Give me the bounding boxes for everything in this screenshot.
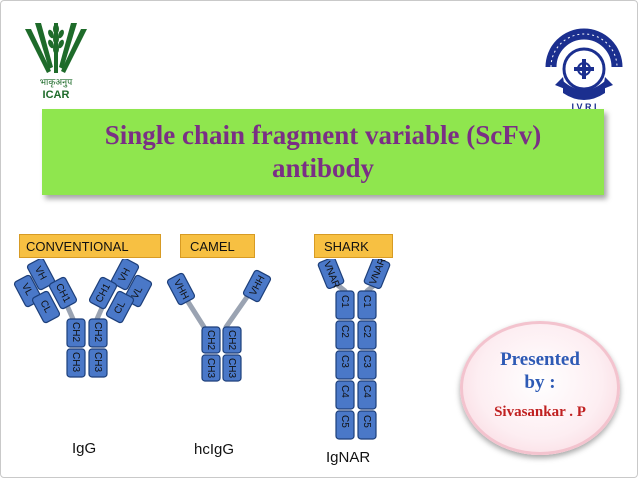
domain-label: C4: [361, 385, 372, 398]
domain-label: CH2: [205, 330, 216, 350]
ignar-structure: VNAR VNAR C1 C1 C2 C2 C3 C3 C4 C4 C5: [317, 259, 391, 440]
domain-label: VL: [130, 285, 146, 301]
antibody-diagram: .dom { fill: #4a78c8; stroke: #1d3f7a; s…: [13, 259, 391, 440]
presenter-name: Sivasankar . P: [494, 404, 586, 420]
domain-label: C1: [361, 295, 372, 308]
tag-shark: SHARK: [314, 234, 393, 258]
domain-label: C2: [339, 325, 350, 338]
domain-label: C5: [361, 415, 372, 428]
domain-label: C5: [339, 415, 350, 428]
label-ignar: IgNAR: [326, 449, 371, 466]
domain-label: CH3: [70, 352, 81, 372]
domain-label: VL: [19, 282, 35, 298]
icar-wheat-logo-icon: भाकृअनुप ICAR: [25, 23, 87, 101]
title-box: Single chain fragment variable (ScFv) an…: [42, 109, 604, 195]
domain-label: C3: [361, 355, 372, 368]
presenter-bubble: Presented by : Sivasankar . P: [460, 321, 620, 455]
domain-label: CH2: [92, 322, 103, 342]
title-line-1: Single chain fragment variable (ScFv): [104, 120, 542, 150]
ivri-text: I V R I: [571, 102, 596, 112]
presenter-line-2: by :: [524, 372, 556, 393]
domain-label: C2: [361, 325, 372, 338]
domain-label: CH3: [205, 358, 216, 378]
hcigg-structure: VHH VHH CH2 CH2 CH3 CH3: [166, 269, 272, 382]
tag-camel: CAMEL: [180, 234, 255, 258]
igg-structure: VH VL CH1 CL VH VL: [13, 259, 153, 378]
domain-label: CH3: [226, 358, 237, 378]
domain-label: CL: [37, 298, 53, 315]
domain-label: CH3: [92, 352, 103, 372]
domain-label: CH2: [226, 330, 237, 350]
label-igg: IgG: [72, 440, 97, 457]
ivri-emblem-icon: I V R I: [545, 28, 623, 112]
icar-text: ICAR: [43, 89, 70, 101]
domain-label: C4: [339, 385, 350, 398]
presenter-line-1: Presented: [500, 349, 580, 370]
tag-conventional: CONVENTIONAL: [19, 234, 161, 258]
title-line-2: antibody: [271, 153, 375, 183]
label-hcigg: hcIgG: [194, 441, 235, 458]
icar-hindi-text: भाकृअनुप: [40, 78, 73, 88]
presenter-heading: Presented by :: [460, 348, 620, 394]
domain-label: CH2: [70, 322, 81, 342]
domain-label: C3: [339, 355, 350, 368]
domain-label: C1: [339, 295, 350, 308]
domain-label: CL: [112, 299, 128, 316]
